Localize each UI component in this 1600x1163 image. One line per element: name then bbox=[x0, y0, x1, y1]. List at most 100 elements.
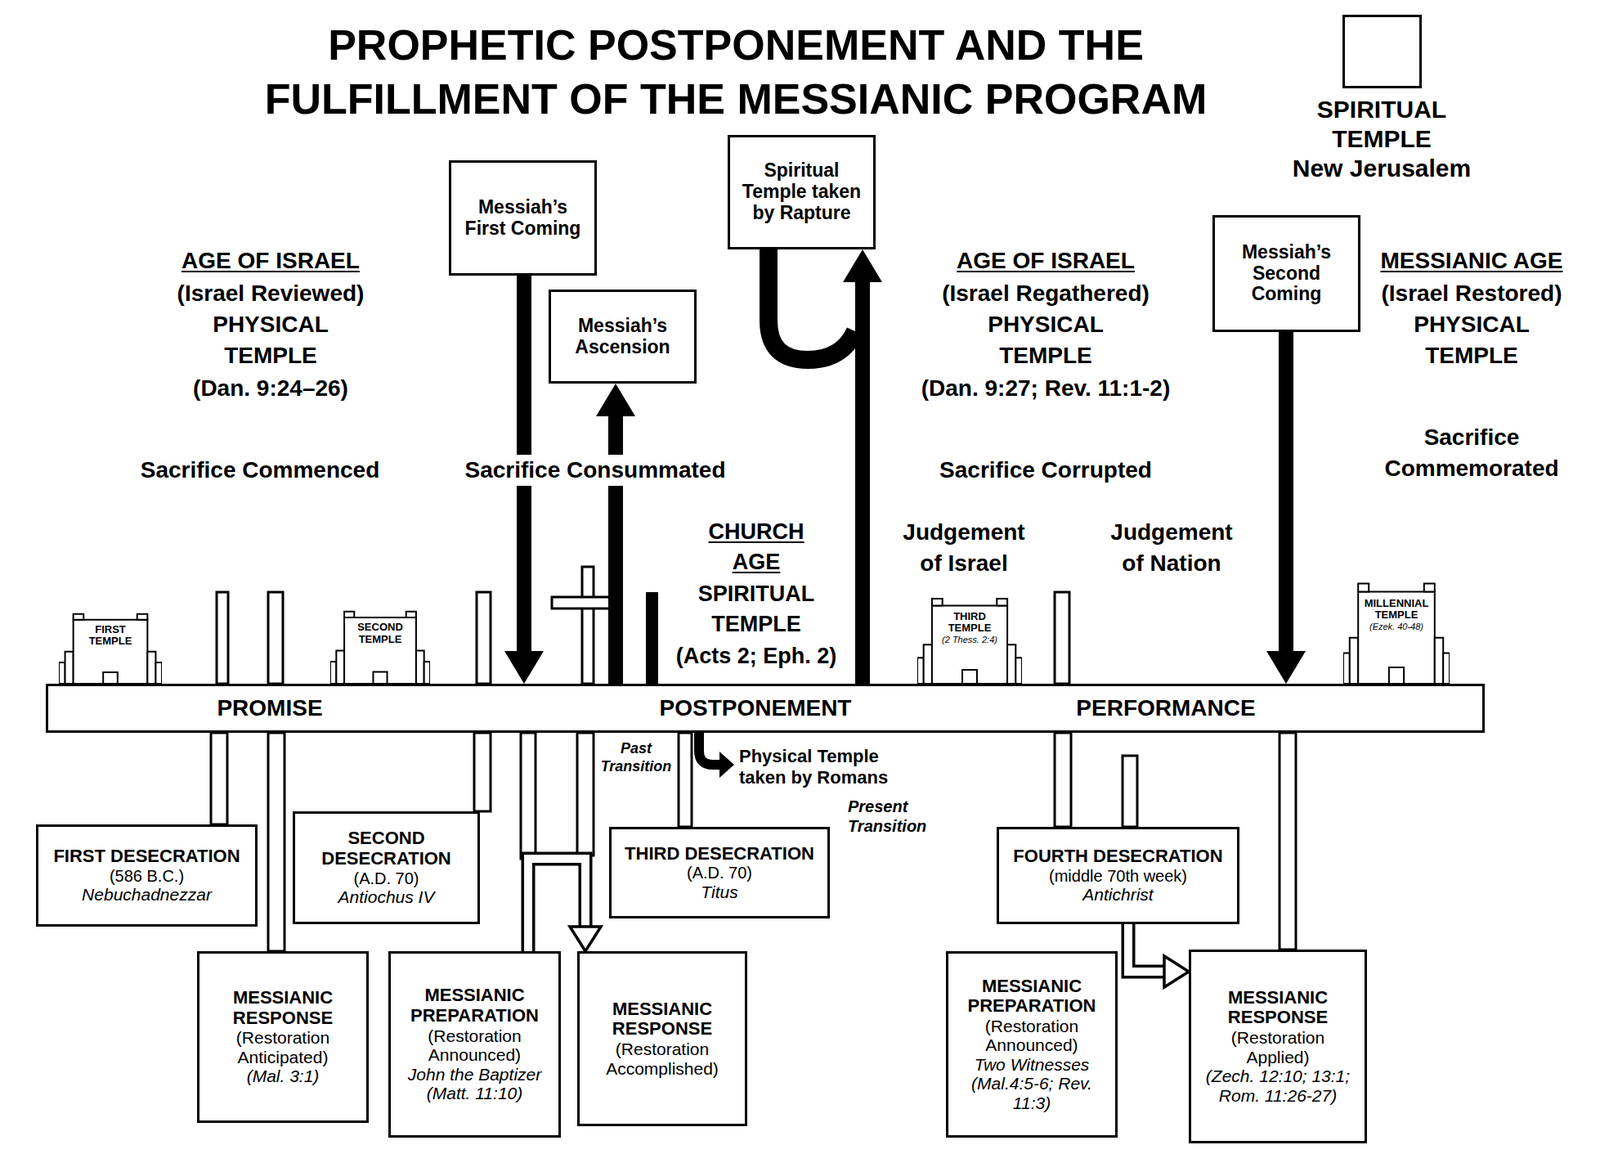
node-text: (Restoration Announced) bbox=[954, 1016, 1109, 1055]
timeline-band: PROMISE POSTPONEMENT PERFORMANCE bbox=[45, 683, 1485, 733]
event-box: Messiah’s Second Coming bbox=[1212, 215, 1361, 332]
temple-part bbox=[1389, 667, 1404, 684]
temple-label-area: SECOND TEMPLE bbox=[345, 621, 415, 646]
diagram-title: PROPHETIC POSTPONEMENT AND THE FULFILLME… bbox=[188, 17, 1284, 126]
temple-part bbox=[1357, 591, 1435, 685]
desecration-box: FIRST DESECRATION(586 B.C.)Nebuchadnezza… bbox=[35, 824, 258, 927]
pillar bbox=[268, 732, 285, 951]
box-content: Messiah’s First Coming bbox=[457, 197, 588, 240]
cross-symbol bbox=[582, 566, 594, 684]
box-content: MESSIANIC RESPONSE(Restoration Anticipat… bbox=[206, 987, 360, 1086]
annotation-label: (Dan. 9:27; Rev. 11:1-2) bbox=[918, 372, 1175, 404]
annotation-label: Judgement of Nation bbox=[1102, 516, 1242, 579]
node-text: MESSIANIC PREPARATION bbox=[954, 976, 1109, 1017]
arrowhead bbox=[569, 926, 601, 951]
node-text: Antiochus IV bbox=[301, 887, 471, 907]
node-text: (Restoration Anticipated) bbox=[206, 1027, 360, 1067]
node-text: (Restoration Announced) bbox=[397, 1026, 552, 1065]
annotation-label: Present Transition bbox=[844, 796, 951, 836]
desecration-box: SECOND DESECRATION(A.D. 70)Antiochus IV bbox=[292, 811, 480, 924]
pillar bbox=[678, 732, 692, 827]
temple-part bbox=[416, 650, 425, 685]
annotation-label: Sacrifice Commemorated bbox=[1369, 421, 1574, 485]
hollow-transition-arrow bbox=[1128, 923, 1189, 987]
desecration-box: THIRD DESECRATION(A.D. 70)Titus bbox=[609, 826, 830, 919]
node-text: (Ezek. 40-48) bbox=[1359, 621, 1435, 632]
temple-building: FIRST TEMPLE bbox=[58, 612, 162, 684]
node-text: MESSIANIC RESPONSE bbox=[206, 987, 360, 1028]
temple-part bbox=[65, 651, 74, 684]
pillar bbox=[1054, 732, 1072, 827]
temple-part bbox=[1015, 657, 1022, 684]
annotation-label: (Dan. 9:24–26) bbox=[189, 372, 352, 404]
box-content: Spiritual Temple taken by Rapture bbox=[736, 160, 867, 224]
arrowhead bbox=[1266, 650, 1306, 684]
temple-building: SECOND TEMPLE bbox=[330, 609, 431, 684]
temple-part bbox=[1343, 653, 1350, 685]
pillar bbox=[1054, 591, 1070, 684]
node-text: (Mal.4:5-6; Rev. 11:3) bbox=[954, 1073, 1109, 1112]
pillar bbox=[1279, 732, 1296, 950]
temple-part bbox=[1434, 637, 1444, 684]
node-text: (A.D. 70) bbox=[301, 869, 471, 888]
node-text: FIRST DESECRATION bbox=[44, 846, 249, 867]
node-text: THIRD DESECRATION bbox=[618, 843, 821, 865]
annotation-label: AGE OF ISRAEL bbox=[953, 245, 1139, 277]
temple-outline bbox=[1343, 581, 1450, 684]
messianic-box: MESSIANIC PREPARATION(Restoration Announ… bbox=[388, 950, 561, 1138]
node-text: Two Witnesses bbox=[954, 1054, 1109, 1075]
box-content: MESSIANIC PREPARATION(Restoration Announ… bbox=[397, 985, 552, 1103]
arrowhead bbox=[842, 249, 883, 283]
square-outline bbox=[1342, 14, 1422, 89]
box-content: MESSIANIC RESPONSE(Restoration Applied)(… bbox=[1197, 987, 1358, 1105]
event-box: Messiah’s First Coming bbox=[448, 160, 597, 276]
arrowhead bbox=[1164, 955, 1189, 987]
temple-part bbox=[1357, 583, 1369, 592]
node-text: THIRD TEMPLE bbox=[932, 610, 1007, 635]
pillar bbox=[1122, 755, 1138, 827]
temple-part bbox=[137, 614, 148, 620]
romans-arrowhead bbox=[719, 751, 735, 778]
node-text: Antichrist bbox=[1005, 884, 1231, 905]
band-label: PERFORMANCE bbox=[1075, 694, 1255, 722]
node-text: (586 B.C.) bbox=[44, 866, 249, 885]
node-text: (Mal. 3:1) bbox=[206, 1066, 360, 1086]
pillar bbox=[476, 591, 491, 684]
node-text: FIRST TEMPLE bbox=[74, 623, 147, 648]
temple-part bbox=[336, 650, 345, 685]
temple-part bbox=[155, 662, 162, 684]
arrowhead bbox=[596, 383, 636, 417]
black-pillar bbox=[645, 591, 659, 684]
pillar bbox=[520, 732, 536, 859]
node-text: Messiah’s First Coming bbox=[457, 197, 588, 240]
rapture-curve-arrow bbox=[768, 249, 856, 360]
temple-label-area: THIRD TEMPLE(2 Thess. 2:4) bbox=[932, 610, 1007, 645]
band-label: POSTPONEMENT bbox=[659, 694, 852, 722]
node-text: Nebuchadnezzar bbox=[44, 884, 249, 905]
spiritual-temple-square: SPIRITUAL TEMPLENew Jerusalem bbox=[1283, 14, 1480, 205]
temple-part bbox=[962, 669, 978, 684]
temple-label-area: MILLENNIAL TEMPLE(Ezek. 40-48) bbox=[1359, 597, 1435, 632]
temple-label-area: FIRST TEMPLE bbox=[74, 623, 147, 648]
annotation-label: MESSIANIC AGE bbox=[1377, 245, 1567, 277]
messianic-box: MESSIANIC RESPONSE(Restoration Anticipat… bbox=[197, 950, 369, 1123]
box-content: Messiah’s Second Coming bbox=[1221, 242, 1352, 305]
annotation-label: (Acts 2; Eph. 2) bbox=[672, 640, 841, 672]
arrow-shaft bbox=[1278, 331, 1294, 653]
node-text: (Matt. 11:10) bbox=[397, 1083, 552, 1103]
band-label: PROMISE bbox=[216, 694, 323, 722]
annotation-label: Past Transition bbox=[595, 739, 677, 776]
box-content: MESSIANIC RESPONSE(Restoration Accomplis… bbox=[586, 999, 739, 1078]
temple-part bbox=[372, 672, 387, 684]
node-text: FOURTH DESECRATION bbox=[1005, 846, 1231, 867]
arrow-inner bbox=[1128, 923, 1166, 972]
solid-arrow bbox=[1266, 331, 1306, 684]
cross-symbol bbox=[551, 596, 618, 609]
node-text: (Zech. 12:10; 13:1; Rom. 11:26-27) bbox=[1197, 1066, 1358, 1105]
annotation-label: Physical Temple taken by Romans bbox=[735, 745, 908, 789]
annotation-label: PHYSICAL TEMPLE bbox=[184, 309, 357, 372]
temple-part bbox=[1007, 644, 1016, 684]
arrow-shaft bbox=[855, 280, 870, 684]
solid-arrow bbox=[596, 383, 636, 684]
temple-part bbox=[932, 605, 1008, 684]
